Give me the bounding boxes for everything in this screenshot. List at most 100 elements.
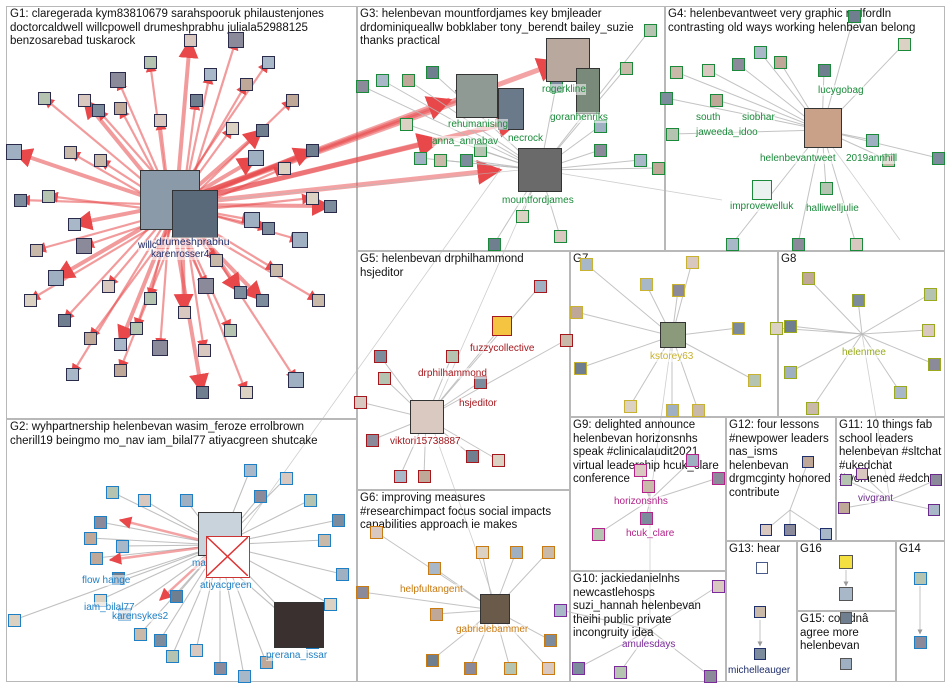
node-g6-avatar[interactable] xyxy=(543,633,557,647)
node-g15-avatar[interactable] xyxy=(840,612,852,624)
node-viktori-avatar[interactable] xyxy=(410,400,444,434)
node-g1-avatar[interactable] xyxy=(129,321,143,335)
node-g1-avatar[interactable] xyxy=(63,145,77,159)
node-g4-avatar[interactable] xyxy=(669,65,683,79)
node-g5-avatar[interactable] xyxy=(377,371,391,385)
node-g7-avatar[interactable] xyxy=(671,283,685,297)
node-g6-avatar[interactable] xyxy=(541,545,555,559)
node-g16-avatar[interactable] xyxy=(839,587,853,601)
node-g1-avatar[interactable] xyxy=(67,217,81,231)
node-g2-avatar[interactable] xyxy=(331,513,345,527)
node-necrock-avatar[interactable] xyxy=(498,88,524,130)
node-g1-avatar[interactable] xyxy=(209,253,223,267)
node-g8-avatar[interactable] xyxy=(893,385,907,399)
node-g11-avatar[interactable] xyxy=(928,504,940,516)
node-g7-avatar[interactable] xyxy=(747,373,761,387)
node-g6-avatar[interactable] xyxy=(425,653,439,667)
node-g1-avatar[interactable] xyxy=(195,385,209,399)
node-g3-avatar[interactable] xyxy=(515,209,529,223)
node-g2-avatar[interactable] xyxy=(89,551,103,565)
node-g2-avatar[interactable] xyxy=(335,567,349,581)
node-g4-avatar[interactable] xyxy=(725,237,739,251)
node-g2-avatar[interactable] xyxy=(237,669,251,683)
node-g2-avatar[interactable] xyxy=(93,515,107,529)
node-g9-avatar[interactable] xyxy=(633,463,647,477)
node-g1-avatar[interactable] xyxy=(143,55,157,69)
node-g7-avatar[interactable] xyxy=(579,257,593,271)
node-g3-avatar[interactable] xyxy=(401,73,415,87)
node-g12-avatar[interactable] xyxy=(760,524,772,536)
node-g4-avatar[interactable] xyxy=(709,93,723,107)
node-g6-avatar[interactable] xyxy=(355,585,369,599)
node-g5-avatar[interactable] xyxy=(533,279,547,293)
node-g8-avatar[interactable] xyxy=(923,287,937,301)
node-g1-avatar[interactable] xyxy=(29,243,43,257)
node-g3-avatar[interactable] xyxy=(433,153,447,167)
node-g3-avatar[interactable] xyxy=(593,143,607,157)
node-g13-avatar[interactable] xyxy=(754,606,766,618)
node-g1-avatar[interactable] xyxy=(239,77,253,91)
node-g1-avatar[interactable] xyxy=(110,72,126,88)
node-g5-avatar[interactable] xyxy=(491,453,505,467)
node-g3-avatar[interactable] xyxy=(399,117,413,131)
node-g4-avatar[interactable] xyxy=(791,237,805,251)
node-g8-avatar[interactable] xyxy=(921,323,935,337)
node-g1-avatar[interactable] xyxy=(244,212,260,228)
node-g2-avatar[interactable] xyxy=(7,613,21,627)
node-g7-avatar[interactable] xyxy=(685,255,699,269)
node-g1-avatar[interactable] xyxy=(248,150,264,166)
node-g6-avatar[interactable] xyxy=(463,661,477,675)
node-g2-avatar[interactable] xyxy=(137,493,151,507)
node-g1-avatar[interactable] xyxy=(23,293,37,307)
node-g2-avatar[interactable] xyxy=(189,643,203,657)
node-g6-avatar[interactable] xyxy=(541,661,555,675)
node-g1-avatar[interactable] xyxy=(269,263,283,277)
node-g4-avatar[interactable] xyxy=(847,9,861,23)
node-g10-avatar[interactable] xyxy=(553,603,567,617)
node-g11-avatar[interactable] xyxy=(930,474,942,486)
node-g7-avatar[interactable] xyxy=(639,277,653,291)
node-g9-avatar[interactable] xyxy=(685,453,699,467)
node-g9-avatar[interactable] xyxy=(711,471,725,485)
node-g1-avatar[interactable] xyxy=(261,221,275,235)
node-g8-avatar[interactable] xyxy=(769,321,783,335)
node-g4-avatar[interactable] xyxy=(865,133,879,147)
node-g4-avatar[interactable] xyxy=(665,127,679,141)
node-g8-avatar[interactable] xyxy=(801,271,815,285)
node-g3-avatar[interactable] xyxy=(459,153,473,167)
node-g1-avatar[interactable] xyxy=(305,191,319,205)
node-g1-avatar[interactable] xyxy=(143,291,157,305)
node-g11-avatar[interactable] xyxy=(840,474,852,486)
node-g7-avatar[interactable] xyxy=(569,305,583,319)
node-g5-avatar[interactable] xyxy=(465,449,479,463)
node-drumeshprabhu-avatar[interactable] xyxy=(172,190,218,238)
node-g2-avatar[interactable] xyxy=(165,649,179,663)
node-g4-avatar[interactable] xyxy=(773,55,787,69)
node-g10-avatar[interactable] xyxy=(613,665,627,679)
node-g1-avatar[interactable] xyxy=(13,193,27,207)
node-g1-avatar[interactable] xyxy=(223,323,237,337)
node-g2-avatar[interactable] xyxy=(317,533,331,547)
node-g1-avatar[interactable] xyxy=(152,340,168,356)
node-g1-avatar[interactable] xyxy=(93,153,107,167)
node-g1-avatar[interactable] xyxy=(311,293,325,307)
node-g12-avatar[interactable] xyxy=(784,524,796,536)
node-g3-avatar[interactable] xyxy=(375,73,389,87)
node-g1-avatar[interactable] xyxy=(305,143,319,157)
node-g14-avatar[interactable] xyxy=(913,571,927,585)
node-g1-avatar[interactable] xyxy=(233,285,247,299)
node-g2-avatar[interactable] xyxy=(213,661,227,675)
node-g1-avatar[interactable] xyxy=(292,232,308,248)
node-g2-avatar[interactable] xyxy=(179,493,193,507)
node-g1-avatar[interactable] xyxy=(198,278,214,294)
node-g5-avatar[interactable] xyxy=(365,433,379,447)
node-g8-avatar[interactable] xyxy=(851,293,865,307)
node-g1-avatar[interactable] xyxy=(189,93,203,107)
node-g10-avatar[interactable] xyxy=(703,669,717,683)
node-g5-avatar[interactable] xyxy=(373,349,387,363)
node-g5-avatar[interactable] xyxy=(393,469,407,483)
node-g5-avatar[interactable] xyxy=(417,469,431,483)
node-g1-avatar[interactable] xyxy=(203,67,217,81)
node-g1-avatar[interactable] xyxy=(277,161,291,175)
node-g10-avatar[interactable] xyxy=(711,579,725,593)
